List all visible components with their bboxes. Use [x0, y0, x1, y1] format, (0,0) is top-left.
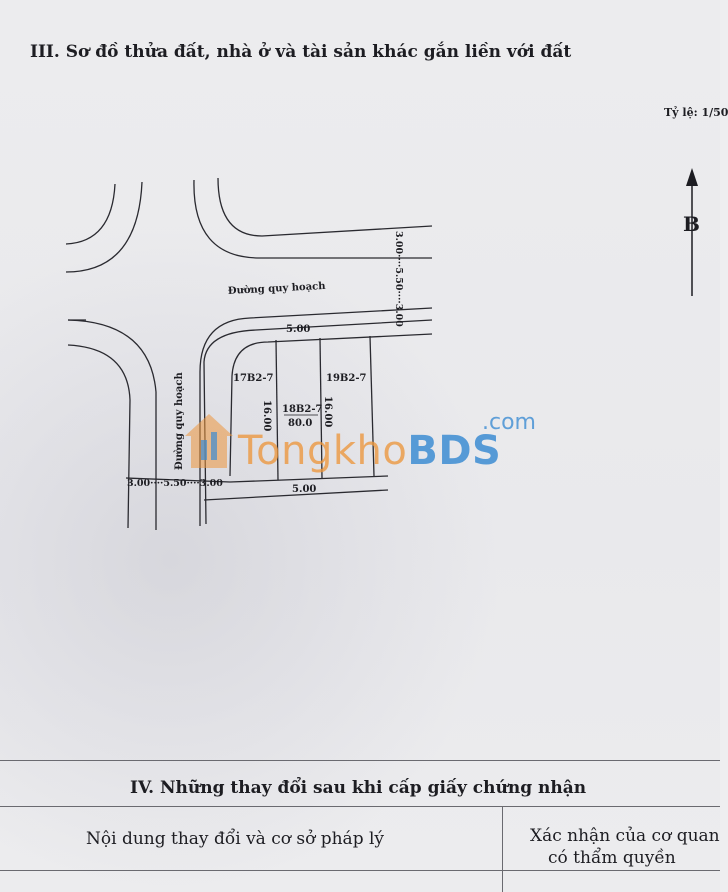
- lot-18b2-7-area: 80.0: [288, 418, 312, 429]
- dim-bottom-left-label: 3.00····5.50····3.00: [127, 478, 223, 489]
- width-top-label: 5.00: [286, 324, 310, 335]
- lot-19b2-7-label: 19B2-7: [326, 373, 366, 384]
- lot-18b2-7-label: 18B2-7: [282, 404, 322, 415]
- table-header-rule: [0, 806, 720, 807]
- table-column-divider: [502, 806, 503, 892]
- section-3-title: III. Sơ đồ thửa đất, nhà ở và tài sản kh…: [30, 42, 572, 62]
- dim-right-label: 3.00····5.50····3.00: [393, 231, 404, 327]
- lot-17b2-7-label: 17B2-7: [233, 373, 273, 384]
- column-authority-header-line2: có thẩm quyền: [548, 848, 676, 868]
- column-changes-header: Nội dung thay đổi và cơ sở pháp lý: [86, 829, 385, 849]
- road-lines: [65, 177, 433, 530]
- section-4-top-rule: [0, 760, 720, 761]
- watermark-suffix: .com: [482, 410, 536, 435]
- section-4-title: IV. Những thay đổi sau khi cấp giấy chứn…: [130, 778, 587, 798]
- scale-label: Tỷ lệ: 1/50: [664, 106, 728, 119]
- depth-right-label: 16.00: [322, 396, 333, 427]
- watermark-brand: TongkhoBDS: [238, 428, 502, 474]
- depth-left-label: 16.00: [261, 400, 272, 431]
- table-body-rule: [0, 870, 720, 871]
- width-bottom-label: 5.00: [292, 484, 316, 495]
- road-left-label: Đường quy hoạch: [174, 372, 185, 470]
- house-logo-icon: [185, 414, 233, 468]
- north-label: B: [683, 212, 700, 236]
- north-arrow-icon: [686, 168, 698, 296]
- column-authority-header-line1: Xác nhận của cơ quan: [530, 826, 720, 846]
- road-top-label: Đường quy hoạch: [228, 281, 327, 297]
